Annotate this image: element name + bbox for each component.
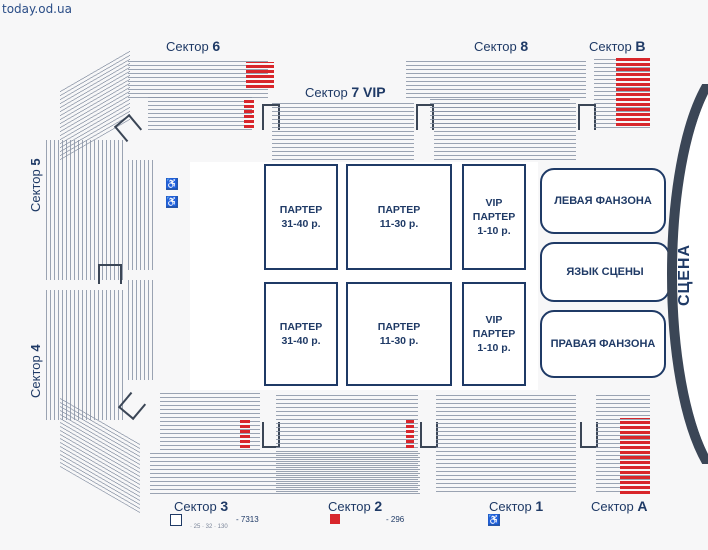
sector-2-red-seats[interactable]	[406, 420, 414, 448]
right-fanzone[interactable]: ПРАВАЯ ФАНЗОНА	[540, 310, 666, 378]
sector-7-vip-seats-left[interactable]	[272, 102, 414, 160]
sector-5-seats[interactable]	[46, 140, 126, 280]
sector-6-label[interactable]: Сектор 6	[166, 38, 221, 54]
sector-5-label[interactable]: Сектор 5	[28, 158, 43, 212]
sector-3-label[interactable]: Сектор 3	[174, 498, 229, 514]
sector-4-inner-seats[interactable]	[128, 280, 156, 380]
sector-4-label[interactable]: Сектор 4	[28, 344, 43, 398]
sector-6-lower-red-seats[interactable]	[244, 98, 254, 128]
sector-6-red-seats[interactable]	[246, 62, 274, 88]
wheelchair-icon: ♿	[165, 196, 179, 208]
wheelchair-icon: ♿	[165, 178, 179, 190]
sector-b-label[interactable]: Сектор B	[589, 38, 646, 54]
sector-7-vip-label[interactable]: Сектор 7 VIP	[305, 84, 386, 100]
sector-8-label[interactable]: Сектор 8	[474, 38, 529, 54]
stage-shape	[667, 84, 708, 464]
passage-5-4	[98, 264, 122, 284]
stage-tongue[interactable]: ЯЗЫК СЦЕНЫ	[540, 242, 670, 302]
sector-8-seats[interactable]	[406, 58, 586, 98]
sector-2-label[interactable]: Сектор 2	[328, 498, 383, 514]
left-fanzone[interactable]: ЛЕВАЯ ФАНЗОНА	[540, 168, 666, 234]
legend-white-count: - 7313	[236, 515, 259, 524]
sector-3-red-seats[interactable]	[240, 420, 250, 448]
sector-8-lower-seats[interactable]	[430, 98, 570, 128]
sector-6-seats[interactable]	[128, 58, 268, 98]
sector-5-inner-seats[interactable]	[128, 160, 156, 270]
sector-6-lower-seats[interactable]	[148, 96, 252, 130]
sector-b-red-seats[interactable]	[616, 56, 650, 126]
stage-label: СЦЕНА	[676, 243, 693, 306]
sector-3-lower-seats[interactable]	[150, 452, 420, 494]
sector-4-seats[interactable]	[46, 290, 126, 420]
sector-a-label[interactable]: Сектор A	[591, 498, 648, 514]
watermark: today.od.ua	[2, 2, 72, 16]
sector-1-seats[interactable]	[436, 392, 576, 492]
legend-red-swatch	[330, 514, 340, 524]
legend-white-small: · 25 · 32 · 130	[190, 524, 228, 530]
legend-red-count: - 296	[386, 515, 405, 524]
wheelchair-icon: ♿	[487, 514, 501, 526]
legend-white-swatch	[170, 514, 182, 526]
sector-1-label[interactable]: Сектор 1	[489, 498, 544, 514]
sector-a-red-seats[interactable]	[620, 418, 650, 494]
